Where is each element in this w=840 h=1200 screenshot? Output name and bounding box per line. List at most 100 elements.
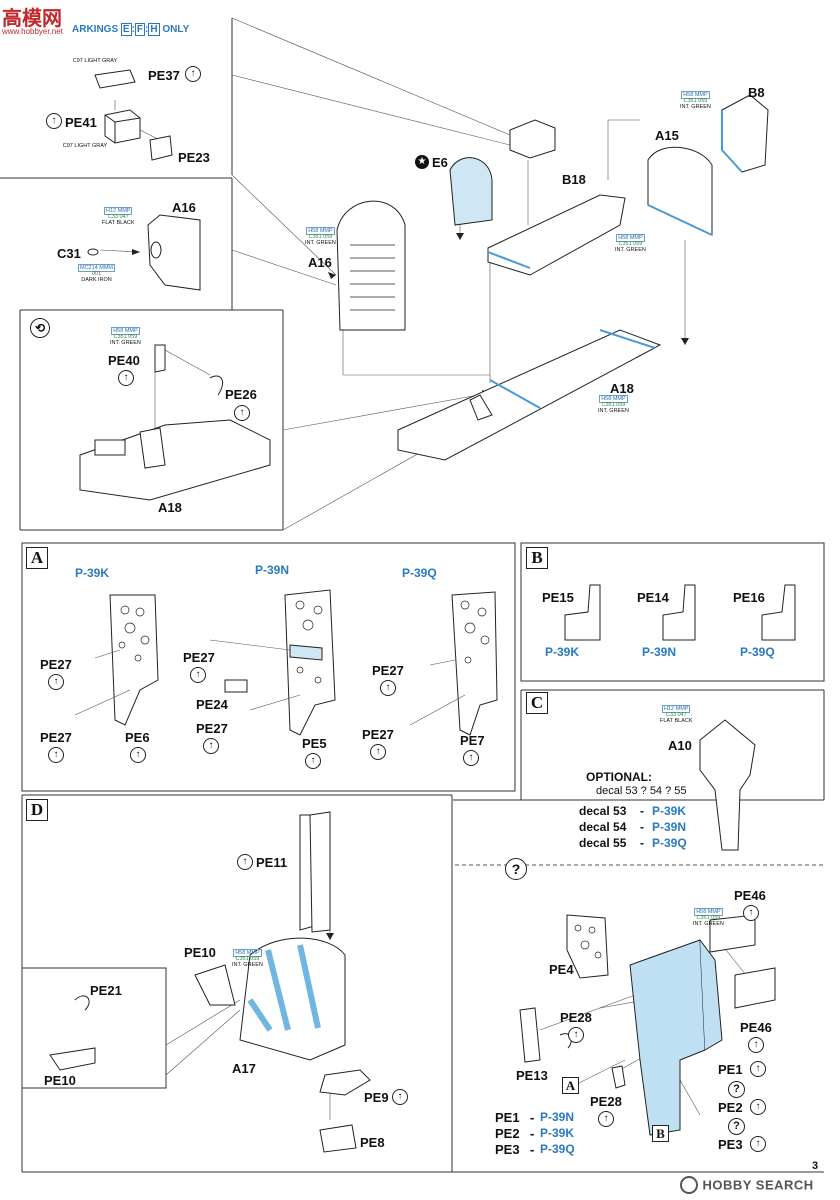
markings-letter-h: H (148, 23, 160, 36)
color-note-h58-b18: H58 MMP C351 059 INT. GREEN (615, 234, 646, 253)
fold-arrow-icon: ↑ (118, 370, 134, 386)
watermark-text: HOBBY SEARCH (702, 1177, 814, 1193)
part-label-a15: A15 (655, 128, 679, 143)
fold-arrow-icon: ↑ (370, 744, 386, 760)
part-label-pe27: PE27 (40, 730, 72, 745)
part-label-b18: B18 (562, 172, 586, 187)
markings-letter-e: E (120, 23, 132, 36)
part-label-pe6: PE6 (125, 730, 150, 745)
part-label-pe27: PE27 (372, 663, 404, 678)
legend-pe2-part: PE2 (495, 1126, 520, 1141)
part-label-pe5: PE5 (302, 736, 327, 751)
legend-dash: - (530, 1110, 535, 1125)
part-label-pe9: PE9 (364, 1090, 389, 1105)
variant-label-p39k: P-39K (545, 645, 580, 659)
fold-arrow-icon: ↑ (185, 66, 201, 82)
legend-dash: - (530, 1126, 535, 1141)
fold-arrow-icon: ↑ (750, 1099, 766, 1115)
logo-text: 高模网 (2, 6, 62, 30)
part-label-c31: C31 (57, 246, 81, 261)
question-marker: ? (505, 858, 527, 880)
part-label-pe1: PE1 (718, 1062, 743, 1077)
part-label-pe27: PE27 (183, 650, 215, 665)
fold-arrow-icon: ↑ (750, 1061, 766, 1077)
hobby-search-watermark: HOBBY SEARCH (680, 1176, 814, 1196)
decal-54-variant: P-39N (652, 820, 687, 834)
decal-dash: - (640, 804, 644, 818)
part-label-pe10-detail: PE10 (44, 1073, 76, 1088)
part-label-pe28: PE28 (560, 1010, 592, 1025)
markings-banner: ARKINGS E:F:H ONLY (72, 23, 190, 36)
variant-label-p39n: P-39N (642, 645, 677, 659)
color-note-c97-bottom: C97 LIGHT GRAY (62, 143, 108, 149)
decal-dash: - (640, 836, 644, 850)
legend-dash: - (530, 1142, 535, 1157)
fold-arrow-icon: ↑ (598, 1111, 614, 1127)
color-note-h58-sub: H58 MMP C351 059 INT. GREEN (110, 327, 141, 346)
optional-heading: OPTIONAL: (586, 770, 652, 784)
question-marker: ? (728, 1118, 745, 1135)
part-label-a18-main: A18 (610, 381, 634, 396)
part-label-pe11: PE11 (256, 855, 288, 870)
ref-marker-b: B (652, 1125, 669, 1142)
fold-arrow-icon: ↑ (203, 738, 219, 754)
fold-arrow-icon: ↑ (463, 750, 479, 766)
part-label-a17: A17 (232, 1061, 256, 1076)
markings-suffix: ONLY (162, 24, 190, 35)
legend-pe3-part: PE3 (495, 1142, 520, 1157)
fold-arrow-icon: ↑ (748, 1037, 764, 1053)
decal-53-label: decal 53 (579, 804, 627, 818)
decal-55-label: decal 55 (579, 836, 627, 850)
fold-arrow-icon: ↑ (743, 905, 759, 921)
fold-arrow-icon: ↑ (46, 113, 62, 129)
part-label-pe14: PE14 (637, 590, 669, 605)
part-label-pe8: PE8 (360, 1135, 385, 1150)
part-label-pe27: PE27 (362, 727, 394, 742)
part-label-pe28-lower: PE28 (590, 1094, 622, 1109)
section-marker-b: B (526, 547, 548, 569)
part-label-pe13: PE13 (516, 1068, 548, 1083)
legend-pe1-variant: P-39N (540, 1110, 575, 1124)
part-label-pe15: PE15 (542, 590, 574, 605)
part-label-pe3: PE3 (718, 1137, 743, 1152)
part-label-a16-side: A16 (172, 200, 196, 215)
part-label-pe46-bottom: PE46 (740, 1020, 772, 1035)
star-icon: ★ (415, 155, 429, 169)
legend-pe2-variant: P-39K (540, 1126, 575, 1140)
part-label-b8: B8 (748, 85, 765, 100)
decal-54-label: decal 54 (579, 820, 627, 834)
fold-arrow-icon: ↑ (237, 854, 253, 870)
part-label-pe46-top: PE46 (734, 888, 766, 903)
decal-55-variant: P-39Q (652, 836, 687, 850)
part-label-e6: E6 (432, 155, 448, 170)
fold-arrow-icon: ↑ (48, 747, 64, 763)
part-label-pe26: PE26 (225, 387, 257, 402)
fold-arrow-icon: ↑ (130, 747, 146, 763)
variant-label-p39q: P-39Q (740, 645, 775, 659)
color-note-h58-a16: H58 MMP C351 059 INT. GREEN (305, 227, 336, 246)
color-note-h12: H12 MMP C33 047 FLAT BLACK (102, 207, 135, 226)
part-label-a10: A10 (668, 738, 692, 753)
color-note-h58-d: H58 MMP C351 059 INT. GREEN (232, 949, 263, 968)
part-label-pe41: PE41 (65, 115, 97, 130)
part-label-pe40: PE40 (108, 353, 140, 368)
legend-pe3-variant: P-39Q (540, 1142, 575, 1156)
part-label-pe24: PE24 (196, 697, 228, 712)
section-marker-d: D (26, 799, 48, 821)
fold-arrow-icon: ↑ (234, 405, 250, 421)
fold-arrow-icon: ↑ (305, 753, 321, 769)
legend-pe1-part: PE1 (495, 1110, 520, 1125)
decal-53-variant: P-39K (652, 804, 687, 818)
color-note-c97-top: C97 LIGHT GRAY (72, 58, 118, 64)
part-label-a16-main: A16 (308, 255, 332, 270)
color-note-h12-c: H12 MMP C33 047 FLAT BLACK (660, 705, 693, 724)
fold-arrow-icon: ↑ (190, 667, 206, 683)
variant-label-p39q: P-39Q (402, 566, 437, 580)
watermark-icon (680, 1176, 698, 1194)
color-note-h58-a18: H58 MMP C351 059 INT. GREEN (598, 395, 629, 414)
part-label-pe21: PE21 (90, 983, 122, 998)
fold-arrow-icon: ↑ (48, 674, 64, 690)
decal-options-line: decal 53 ? 54 ? 55 (596, 785, 687, 797)
decal-dash: - (640, 820, 644, 834)
